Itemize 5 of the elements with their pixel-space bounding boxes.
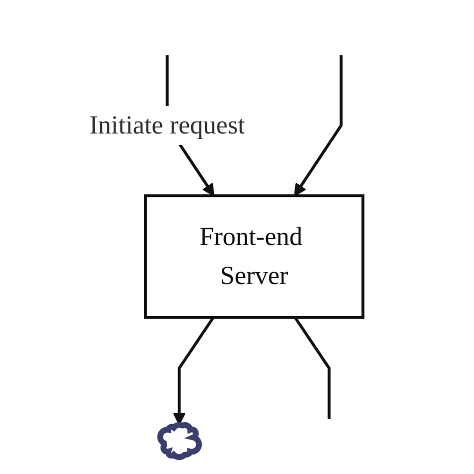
edge-label: Initiate request [89,110,246,140]
arrow [294,55,343,196]
node-box: Front-end Server [144,194,364,319]
node-cloud [157,422,202,460]
connector [294,316,331,419]
